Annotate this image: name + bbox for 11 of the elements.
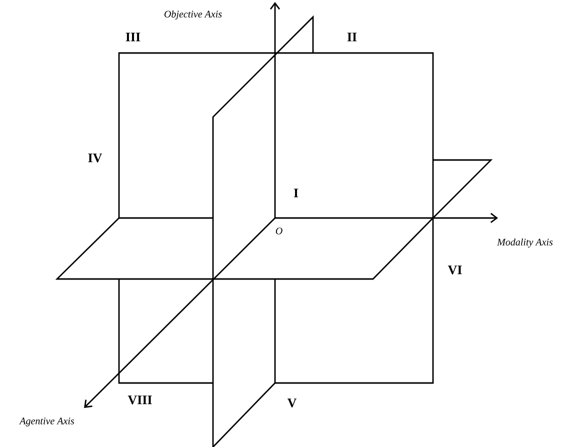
region-numeral: V (287, 398, 297, 408)
region-numeral: VIII (128, 396, 152, 404)
origin-label: O (276, 228, 282, 234)
region-numeral: III (126, 32, 140, 42)
axis-label: Agentive Axis (19, 418, 74, 426)
region-numeral: IV (88, 154, 102, 162)
axis-label: Objective Axis (164, 10, 222, 20)
region-numeral: VI (448, 266, 462, 274)
region-numeral: II (347, 32, 357, 42)
axis-label: Modality Axis (497, 238, 553, 248)
region-numeral: I (294, 188, 298, 198)
